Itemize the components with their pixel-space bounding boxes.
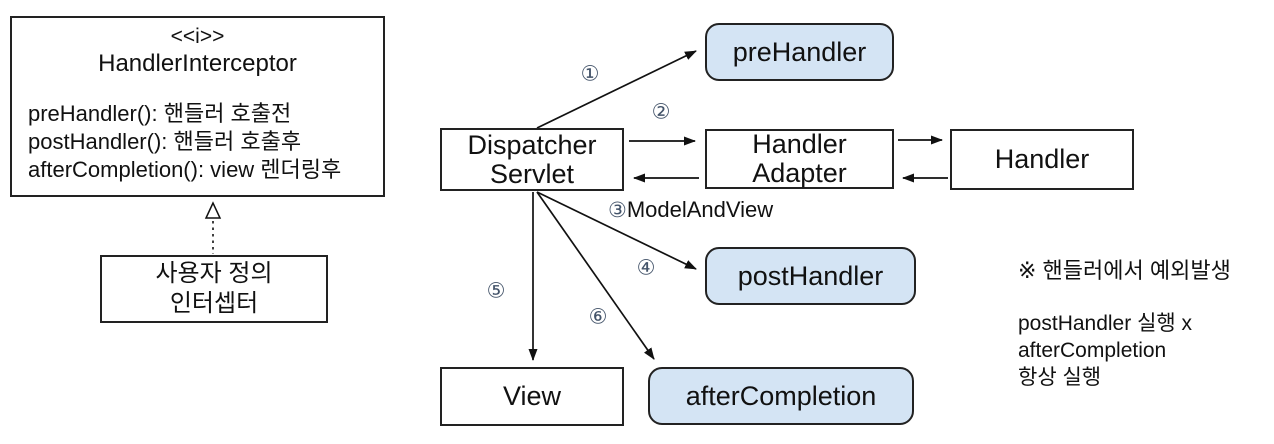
step-label-1: ① <box>580 62 600 86</box>
step-label-2: ② <box>651 100 671 124</box>
dispatcher-servlet-line2: Servlet <box>489 158 575 189</box>
node-pre-handler: preHandler <box>705 23 894 81</box>
note-always-run-line: 항상 실행 <box>1018 366 1102 389</box>
interface-stereotype: <<i>> <box>170 25 225 48</box>
node-after-completion: afterCompletion <box>648 367 914 425</box>
dispatcher-servlet-line1: Dispatcher <box>467 129 597 160</box>
method-prehandler: preHandler(): 핸들러 호출전 <box>28 101 292 126</box>
model-and-view-text: ModelAndView <box>626 197 774 222</box>
step-label-5: ⑤ <box>486 279 506 303</box>
view-label: View <box>502 381 562 411</box>
node-view: View <box>440 367 624 426</box>
custom-interceptor-line1: 사용자 정의 <box>155 260 273 287</box>
realization-triangle-icon <box>204 201 222 219</box>
note-posthandler-line: postHandler 실행 x <box>1018 312 1193 335</box>
node-dispatcher-servlet: Dispatcher Servlet <box>440 128 624 191</box>
step-label-6: ⑥ <box>588 305 608 329</box>
method-posthandler: postHandler(): 핸들러 호출후 <box>28 129 302 154</box>
interface-title: HandlerInterceptor <box>98 50 297 77</box>
handler-interceptor-class-box: <<i>> HandlerInterceptor preHandler(): 핸… <box>10 16 385 197</box>
custom-interceptor-box: 사용자 정의 인터셉터 <box>100 255 328 323</box>
node-handler-adapter: Handler Adapter <box>705 129 894 189</box>
handler-label: Handler <box>994 144 1090 174</box>
pre-handler-label: preHandler <box>732 36 867 67</box>
method-aftercompletion: afterCompletion(): view 렌더링후 <box>28 157 342 182</box>
node-post-handler: postHandler <box>705 247 916 305</box>
exception-note-body: postHandler 실행 x afterCompletion 항상 실행 <box>1018 310 1192 391</box>
after-completion-label: afterCompletion <box>685 380 877 411</box>
arrow-1-prehandler <box>536 50 697 129</box>
handler-adapter-line1: Handler <box>752 129 847 159</box>
node-handler: Handler <box>950 129 1134 190</box>
model-and-view-label: ③ModelAndView <box>608 197 773 223</box>
exception-note-title: ※ 핸들러에서 예외발생 <box>1018 258 1231 283</box>
step-label-3: ③ <box>608 199 627 222</box>
post-handler-label: postHandler <box>737 260 884 291</box>
custom-interceptor-line2: 인터셉터 <box>169 290 259 317</box>
step-label-4: ④ <box>636 256 656 280</box>
handler-adapter-line2: Adapter <box>752 158 847 188</box>
note-aftercompletion-line: afterCompletion <box>1018 339 1167 362</box>
